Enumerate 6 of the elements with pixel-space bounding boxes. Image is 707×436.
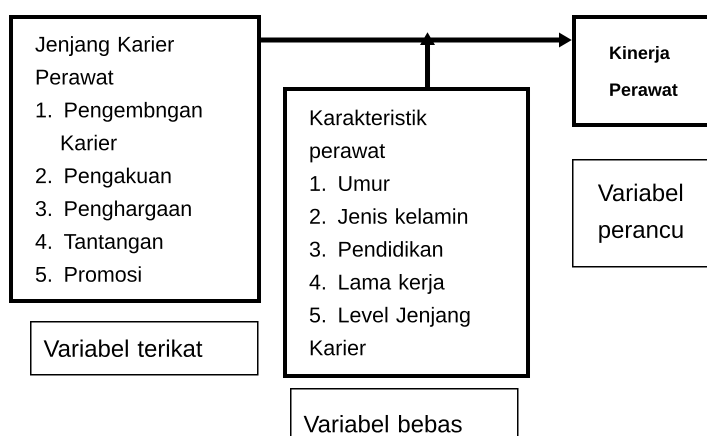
category-box: Variabel terikat <box>30 321 258 376</box>
variable-box: Kinerja Perawat <box>572 15 707 127</box>
variable-box: Karakteristik perawat 1. Umur 2. Jenis kelamin 3. Pendidikan 4. Lama kerja 5. Level Jenjang Karier <box>283 87 530 378</box>
category-box: Variabel bebas <box>290 388 518 436</box>
category-box: Variabel perancu <box>572 159 707 268</box>
variable-box: Jenjang Karier Perawat 1. Pengembngan Karier 2. Pengakuan 3. Penghargaan 4. Tantangan 5. Promosi <box>9 15 261 303</box>
